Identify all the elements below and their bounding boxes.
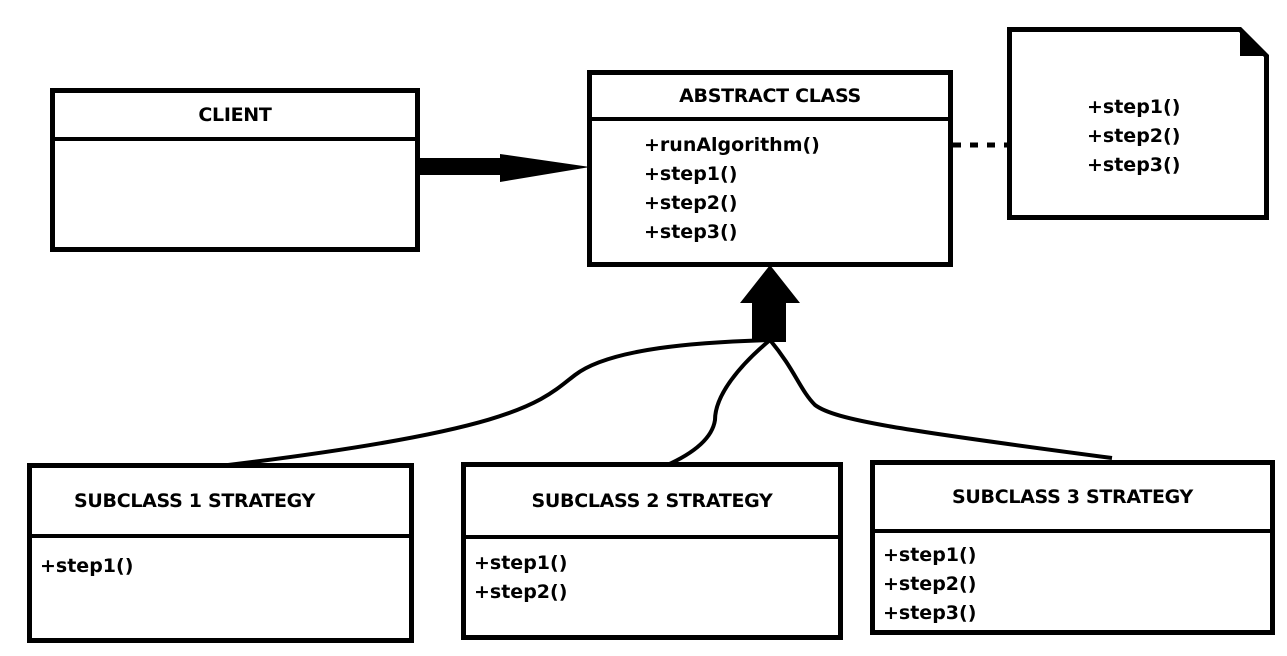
abstract-class-title: ABSTRACT CLASS	[592, 75, 948, 121]
method-step3: +step3()	[644, 221, 738, 243]
subclass-1-method-step1: +step1()	[40, 555, 134, 577]
subclass-1-title: SUBCLASS 1 STRATEGY	[32, 468, 409, 538]
abstract-class-box: ABSTRACT CLASS +runAlgorithm() +step1() …	[587, 70, 953, 267]
subclass-3-box: SUBCLASS 3 STRATEGY +step1() +step2() +s…	[870, 460, 1275, 635]
subclass-3-methods: +step1() +step2() +step3()	[883, 541, 976, 628]
inheritance-line-subclass-3	[768, 338, 1113, 460]
method-step2: +step2()	[644, 192, 738, 214]
method-run-algorithm: +runAlgorithm()	[644, 134, 820, 156]
note-method-step2: +step2()	[1087, 125, 1181, 147]
note-folded-corner	[1240, 29, 1267, 56]
inheritance-arrowhead	[740, 265, 800, 303]
subclass-3-method-step3: +step3()	[883, 602, 977, 624]
subclass-1-methods: +step1()	[40, 552, 133, 581]
subclass-2-methods: +step1() +step2()	[474, 549, 567, 607]
subclass-1-box: SUBCLASS 1 STRATEGY +step1()	[27, 463, 414, 643]
client-class-box: CLIENT	[50, 88, 420, 252]
note-methods: +step1() +step2() +step3()	[1087, 93, 1180, 180]
association-arrow-shaft	[418, 158, 510, 175]
note-method-step1: +step1()	[1087, 96, 1181, 118]
subclass-2-method-step1: +step1()	[474, 552, 568, 574]
method-step1: +step1()	[644, 163, 738, 185]
inheritance-arrow-shaft	[752, 300, 786, 342]
client-class-title: CLIENT	[55, 93, 415, 141]
note-shape	[1007, 27, 1269, 220]
subclass-2-method-step2: +step2()	[474, 581, 568, 603]
abstract-class-methods: +runAlgorithm() +step1() +step2() +step3…	[644, 131, 820, 247]
subclass-3-method-step2: +step2()	[883, 573, 977, 595]
subclass-3-method-step1: +step1()	[883, 544, 977, 566]
note-method-step3: +step3()	[1087, 154, 1181, 176]
subclass-3-title: SUBCLASS 3 STRATEGY	[875, 465, 1270, 533]
inheritance-line-subclass-2	[664, 338, 772, 468]
subclass-2-title: SUBCLASS 2 STRATEGY	[466, 467, 838, 539]
inheritance-line-subclass-1	[219, 338, 771, 468]
subclass-2-box: SUBCLASS 2 STRATEGY +step1() +step2()	[461, 462, 843, 640]
note-box: +step1() +step2() +step3()	[1007, 27, 1269, 220]
association-arrowhead	[500, 154, 590, 182]
